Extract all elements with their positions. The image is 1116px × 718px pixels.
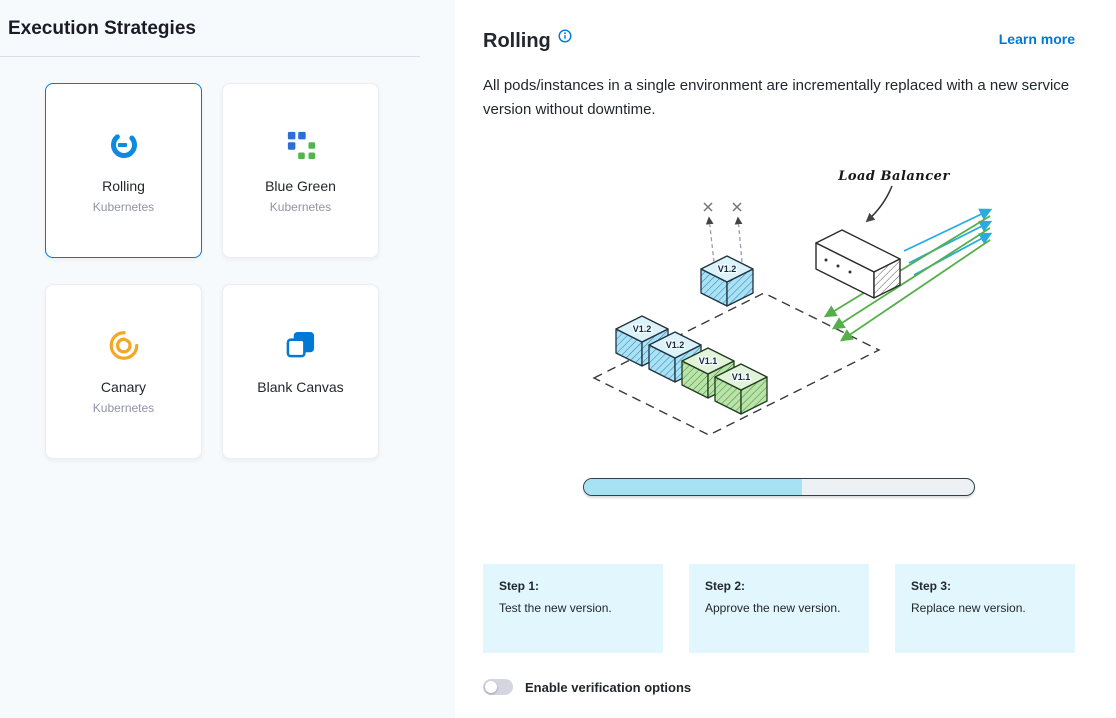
- step-text: Replace new version.: [911, 601, 1026, 615]
- detail-header: Rolling Learn more: [483, 28, 1075, 54]
- panel-header: Execution Strategies: [0, 0, 420, 57]
- verification-toggle-label: Enable verification options: [525, 679, 692, 695]
- platform-outline: [592, 292, 881, 436]
- rolling-icon: [108, 128, 140, 162]
- pod-cube-v11-b: [714, 363, 768, 415]
- terminating-pod-marks: [703, 202, 743, 263]
- pod-label: V1.1: [699, 356, 718, 366]
- pod-label: V1.2: [633, 324, 652, 334]
- strategy-card-blank-canvas[interactable]: Blank Canvas: [222, 284, 379, 459]
- verification-toggle[interactable]: [483, 679, 513, 695]
- toggle-knob: [485, 681, 497, 693]
- strategy-label: Blank Canvas: [257, 378, 344, 395]
- progress-fill: [584, 479, 803, 495]
- rolling-deployment-illustration: V1.2 V1.2 V1.1 V1.1: [592, 169, 993, 436]
- strategy-cards: Rolling Kubernetes Blue Green Kubernetes: [45, 83, 455, 459]
- strategy-card-rolling[interactable]: Rolling Kubernetes: [45, 83, 202, 258]
- strategy-sublabel: Kubernetes: [92, 199, 155, 214]
- strategy-label: Blue Green: [265, 177, 336, 194]
- strategy-sublabel: Kubernetes: [269, 199, 332, 214]
- strategy-description: All pods/instances in a single environme…: [483, 77, 1070, 118]
- verification-toggle-row: Enable verification options: [483, 679, 1075, 695]
- learn-more-link[interactable]: Learn more: [998, 31, 1075, 47]
- load-balancer-pointer-arrow: [865, 185, 893, 223]
- pod-label: V1.2: [666, 340, 685, 350]
- step-card-3: Step 3: Replace new version.: [895, 564, 1075, 653]
- info-icon[interactable]: [558, 29, 572, 48]
- step-card-2: Step 2: Approve the new version.: [689, 564, 869, 653]
- step-title: Step 3:: [911, 579, 952, 593]
- pod-cube-v12-new: [700, 255, 754, 307]
- step-title: Step 2:: [705, 579, 746, 593]
- step-card-1: Step 1: Test the new version.: [483, 564, 663, 653]
- strategy-label: Rolling: [102, 177, 145, 194]
- step-text: Approve the new version.: [705, 601, 841, 615]
- pod-label: V1.1: [732, 372, 751, 382]
- step-text: Test the new version.: [499, 601, 612, 615]
- strategy-card-blue-green[interactable]: Blue Green Kubernetes: [222, 83, 379, 258]
- strategy-list-panel: Execution Strategies Rolling Kubernetes: [0, 0, 455, 718]
- load-balancer-box: [815, 229, 901, 299]
- outgoing-traffic-arrows: [823, 215, 991, 342]
- steps-row: Step 1: Test the new version. Step 2: Ap…: [483, 564, 1075, 653]
- blue-green-icon: [286, 128, 316, 162]
- pod-label: V1.2: [718, 264, 737, 274]
- step-title: Step 1:: [499, 579, 540, 593]
- strategy-title: Rolling: [483, 30, 551, 52]
- blank-canvas-icon: [285, 329, 316, 363]
- strategy-label: Canary: [100, 378, 147, 395]
- strategy-sublabel: Kubernetes: [92, 400, 155, 415]
- progress-bar: [583, 478, 975, 496]
- page-title: Execution Strategies: [8, 18, 196, 39]
- load-balancer-label: Load Balancer: [837, 169, 950, 184]
- canary-icon: [107, 329, 141, 363]
- strategy-detail-panel: Rolling Learn more All pods/instances in…: [455, 0, 1116, 718]
- strategy-card-canary[interactable]: Canary Kubernetes: [45, 284, 202, 459]
